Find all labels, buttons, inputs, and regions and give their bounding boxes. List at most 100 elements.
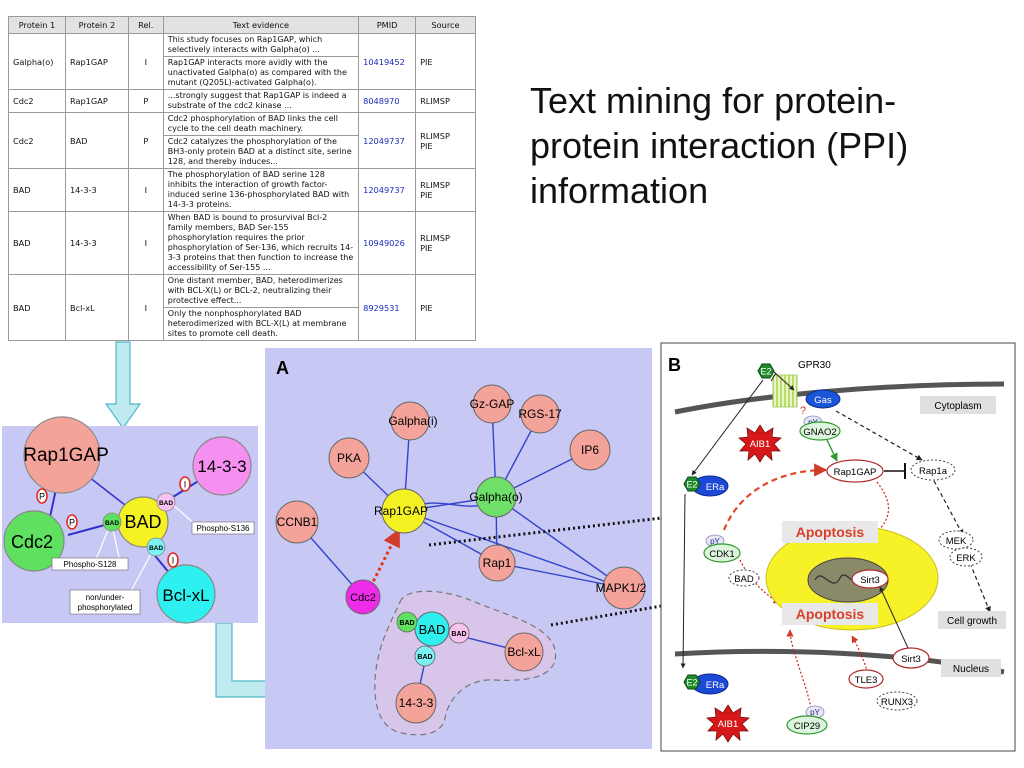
node-label: BAD <box>105 520 119 527</box>
edge-mark-label: P <box>39 492 45 502</box>
protein-1-cell: BAD <box>8 211 66 275</box>
node-label: PKA <box>337 451 361 465</box>
cdk1-protein[interactable] <box>703 543 741 563</box>
bad-phospho-site-s128 <box>102 512 122 532</box>
erk-protein[interactable] <box>949 547 983 567</box>
gas-protein[interactable] <box>805 389 841 409</box>
node-bad[interactable] <box>414 611 450 647</box>
cip29-protein[interactable] <box>786 715 828 735</box>
node-label: BAD <box>124 512 161 532</box>
pathway-label: E2 <box>686 678 697 688</box>
panel-b-label: B <box>668 355 681 375</box>
callout-text: non/under- <box>86 593 125 602</box>
phosphorylation-mark <box>66 514 78 530</box>
arrow-e2 <box>770 372 777 382</box>
callout-phospho-s136 <box>191 521 255 535</box>
pathway-label: MEK <box>946 536 967 547</box>
node-rap1gap[interactable] <box>23 416 101 494</box>
pathway-label: pY <box>810 708 820 717</box>
arrow-rap1a-mek <box>933 480 964 536</box>
node-galpha-o[interactable] <box>475 476 517 518</box>
pmid-link[interactable]: 10419452 <box>358 33 417 90</box>
node-label: BAD <box>451 631 466 638</box>
node-bcl-xl[interactable] <box>504 632 544 672</box>
pathway-label: pY <box>710 537 720 546</box>
edge-mark-label: I <box>172 556 175 566</box>
aib1-coactivator[interactable] <box>738 424 782 463</box>
column-header: PMID <box>358 16 417 34</box>
sirt3-nuclear[interactable] <box>892 647 930 669</box>
node-label: Cdc2 <box>11 532 53 552</box>
node-rgs-17[interactable] <box>520 394 560 434</box>
e2-ligand <box>683 476 701 492</box>
node-galpha-i[interactable] <box>390 401 430 441</box>
pathway-label: CDK1 <box>709 549 734 560</box>
apoptosis-box-bottom <box>782 603 878 625</box>
node-label: Galpha(o) <box>469 490 522 504</box>
node-label: Bcl-xL <box>162 586 209 605</box>
node-mapk1-2[interactable] <box>602 566 646 610</box>
node-bcl-xl[interactable] <box>156 564 216 624</box>
node-rap1gap[interactable] <box>381 488 427 534</box>
pathway-label: E2 <box>686 480 697 490</box>
node-label: Bcl-xL <box>507 645 541 659</box>
node-rap1[interactable] <box>478 544 516 582</box>
source-cell: PIE <box>415 33 476 90</box>
aib1-coactivator[interactable] <box>706 704 750 743</box>
e2-ligand <box>683 674 701 690</box>
node-ccnb1[interactable] <box>275 500 319 544</box>
panel-a: A Galpha(i) Gz-GAP RGS-17 <box>265 348 652 749</box>
cytoplasm-box <box>920 396 996 414</box>
node-cdc2[interactable] <box>345 579 381 615</box>
rap1a-protein[interactable] <box>910 459 956 481</box>
node-ip6[interactable] <box>569 429 611 471</box>
source-name: PIE <box>420 140 433 151</box>
node-label: Gz-GAP <box>470 397 515 411</box>
left-network-panel: Rap1GAP 14-3-3 Cdc2 BAD Bcl-xL BAD BAD B… <box>2 416 258 624</box>
sirt3-mitochondrial[interactable] <box>851 569 889 589</box>
edge-mark-label: P <box>69 518 75 528</box>
node-label: Rap1GAP <box>374 504 428 518</box>
pathway-label: AIB1 <box>750 439 771 450</box>
table-row: BAD 14-3-3 I When BAD is bound to prosur… <box>8 211 476 275</box>
gnao2-protein[interactable] <box>799 421 841 441</box>
node-cdc2[interactable] <box>3 510 65 572</box>
bad-protein[interactable] <box>728 569 760 587</box>
pathway-label: Rap1GAP <box>834 467 877 478</box>
pmid-link[interactable]: 10949026 <box>358 211 417 275</box>
protein-1-cell: Cdc2 <box>8 89 66 113</box>
node-14-3-3[interactable] <box>395 682 437 724</box>
gpr30-receptor[interactable] <box>772 374 798 408</box>
pathway-label: Gas <box>814 395 832 406</box>
evidence-cell: Cdc2 phosphorylation of BAD links the ce… <box>162 112 360 136</box>
node-label: BAD <box>159 500 173 507</box>
pathway-label: Nucleus <box>953 664 989 675</box>
node-label: 14-3-3 <box>197 457 246 476</box>
pmid-link[interactable]: 8929531 <box>358 274 417 341</box>
node-label: Galpha(i) <box>388 414 437 428</box>
pathway-label: AIB1 <box>718 719 739 730</box>
source-name: RLIMSP <box>420 180 450 190</box>
panel-b: B GPR30 E2 Gas Cytoplasm ? pY GNAO2 AIB1… <box>660 342 1016 752</box>
node-label: BAD <box>419 622 446 637</box>
evidence-cell: Rap1GAP interacts more avidly with the u… <box>162 56 360 90</box>
callout-phospho-s128 <box>51 557 129 571</box>
node-pka[interactable] <box>328 437 370 479</box>
arrow-gas-rap1a <box>835 410 923 461</box>
mek-protein[interactable] <box>938 530 974 550</box>
pmid-link[interactable]: 12049737 <box>358 168 417 212</box>
interaction-mark <box>179 476 191 492</box>
node-gz-gap[interactable] <box>472 384 512 424</box>
callout-text: phosphorylated <box>78 603 133 612</box>
tle3-protein[interactable] <box>848 669 884 689</box>
evidence-cell: Only the nonphosphorylated BAD heterodim… <box>162 307 360 341</box>
callout-line <box>129 551 153 594</box>
protein-1-cell: BAD <box>8 274 66 341</box>
source-cell: PIE <box>415 274 476 341</box>
runx3-protein[interactable] <box>876 691 918 711</box>
pathway-label: Apoptosis <box>796 524 865 540</box>
node-14-3-3[interactable] <box>192 436 252 496</box>
